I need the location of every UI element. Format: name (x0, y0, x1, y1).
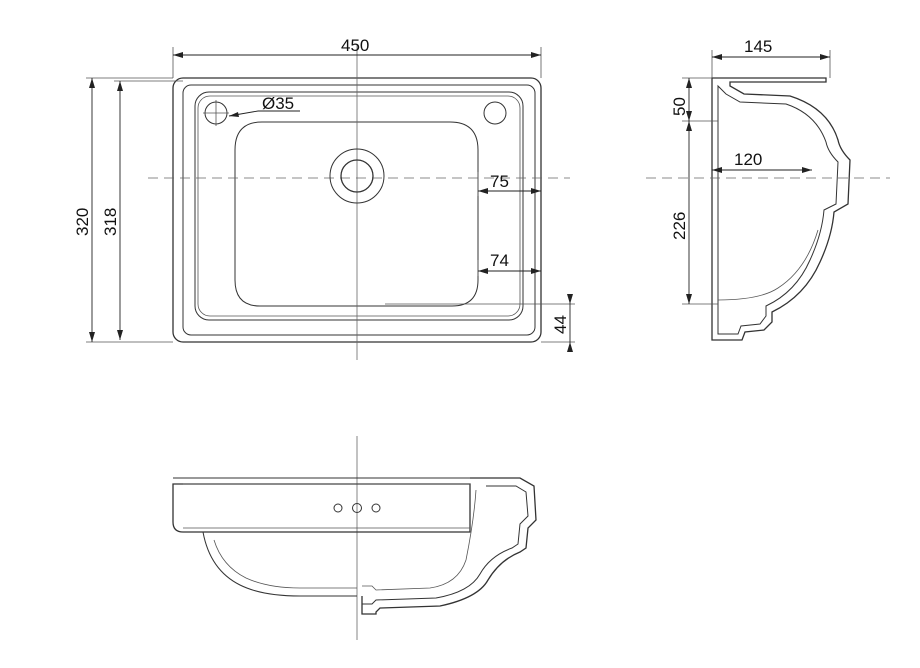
front-view-section-outer (361, 477, 537, 615)
dim-120-arrow-left (712, 167, 722, 173)
dim-120-label: 120 (734, 150, 762, 169)
dim-50-arrow-bottom (686, 111, 692, 121)
top-view-rim-inner (182, 84, 536, 336)
dim-318-label: 318 (101, 208, 120, 236)
dim-44-arrow-bottom (567, 342, 573, 352)
drain-inner (340, 159, 374, 193)
dim-74-arrow-right (531, 268, 541, 274)
front-view-section-inner2 (362, 489, 477, 591)
dim-44-arrow-top (567, 294, 573, 304)
dim-450-arrow-left (173, 52, 183, 58)
dim-145-label: 145 (744, 37, 772, 56)
side-view: 145 50 226 120 (646, 37, 890, 341)
top-view-deck (194, 91, 524, 321)
side-view-inner-profile (717, 84, 839, 335)
dim-450-label: 450 (341, 36, 369, 55)
front-tap-hole-left (333, 503, 343, 513)
dim-75-label: 75 (490, 172, 509, 191)
dim-44-label: 44 (551, 315, 570, 334)
top-view-deck-inner (197, 95, 521, 317)
dim-226-label: 226 (670, 212, 689, 240)
dim-318-arrow-bottom (117, 330, 123, 340)
dim-75-arrow-right (531, 188, 541, 194)
dim-450-arrow-right (531, 52, 541, 58)
dim-50-label: 50 (670, 97, 689, 116)
dim-145-arrow-left (712, 54, 722, 60)
dim-74-arrow-left (478, 268, 488, 274)
top-view-bowl (234, 121, 479, 307)
dim-320-label: 320 (73, 208, 92, 236)
tap-hole-right (483, 101, 507, 125)
dim-318-arrow-top (117, 81, 123, 91)
dim-120-arrow-right (802, 167, 812, 173)
drain-outer (329, 148, 385, 204)
dim-320-arrow-top (89, 78, 95, 88)
top-view: 450 320 318 Ø35 75 74 (73, 36, 575, 360)
front-view-section-inner (362, 485, 529, 605)
dim-226-arrow-top (686, 121, 692, 131)
dim-35-arrow (229, 112, 239, 117)
dim-320-arrow-bottom (89, 332, 95, 342)
dim-50-arrow-top (686, 78, 692, 88)
front-view (172, 436, 537, 640)
dim-226-arrow-bottom (686, 294, 692, 304)
front-view-bowl-inner (213, 539, 357, 589)
dim-35-label: Ø35 (262, 94, 294, 113)
front-view-rim (172, 483, 471, 533)
front-tap-hole-center (352, 503, 362, 513)
front-view-bowl (202, 531, 357, 597)
front-tap-hole-right (371, 503, 381, 513)
dim-74-label: 74 (490, 251, 509, 270)
dim-75-arrow-left (478, 188, 488, 194)
side-view-bowl-line (717, 229, 819, 301)
side-view-outer-profile (711, 77, 851, 341)
dim-145-arrow-right (820, 54, 830, 60)
